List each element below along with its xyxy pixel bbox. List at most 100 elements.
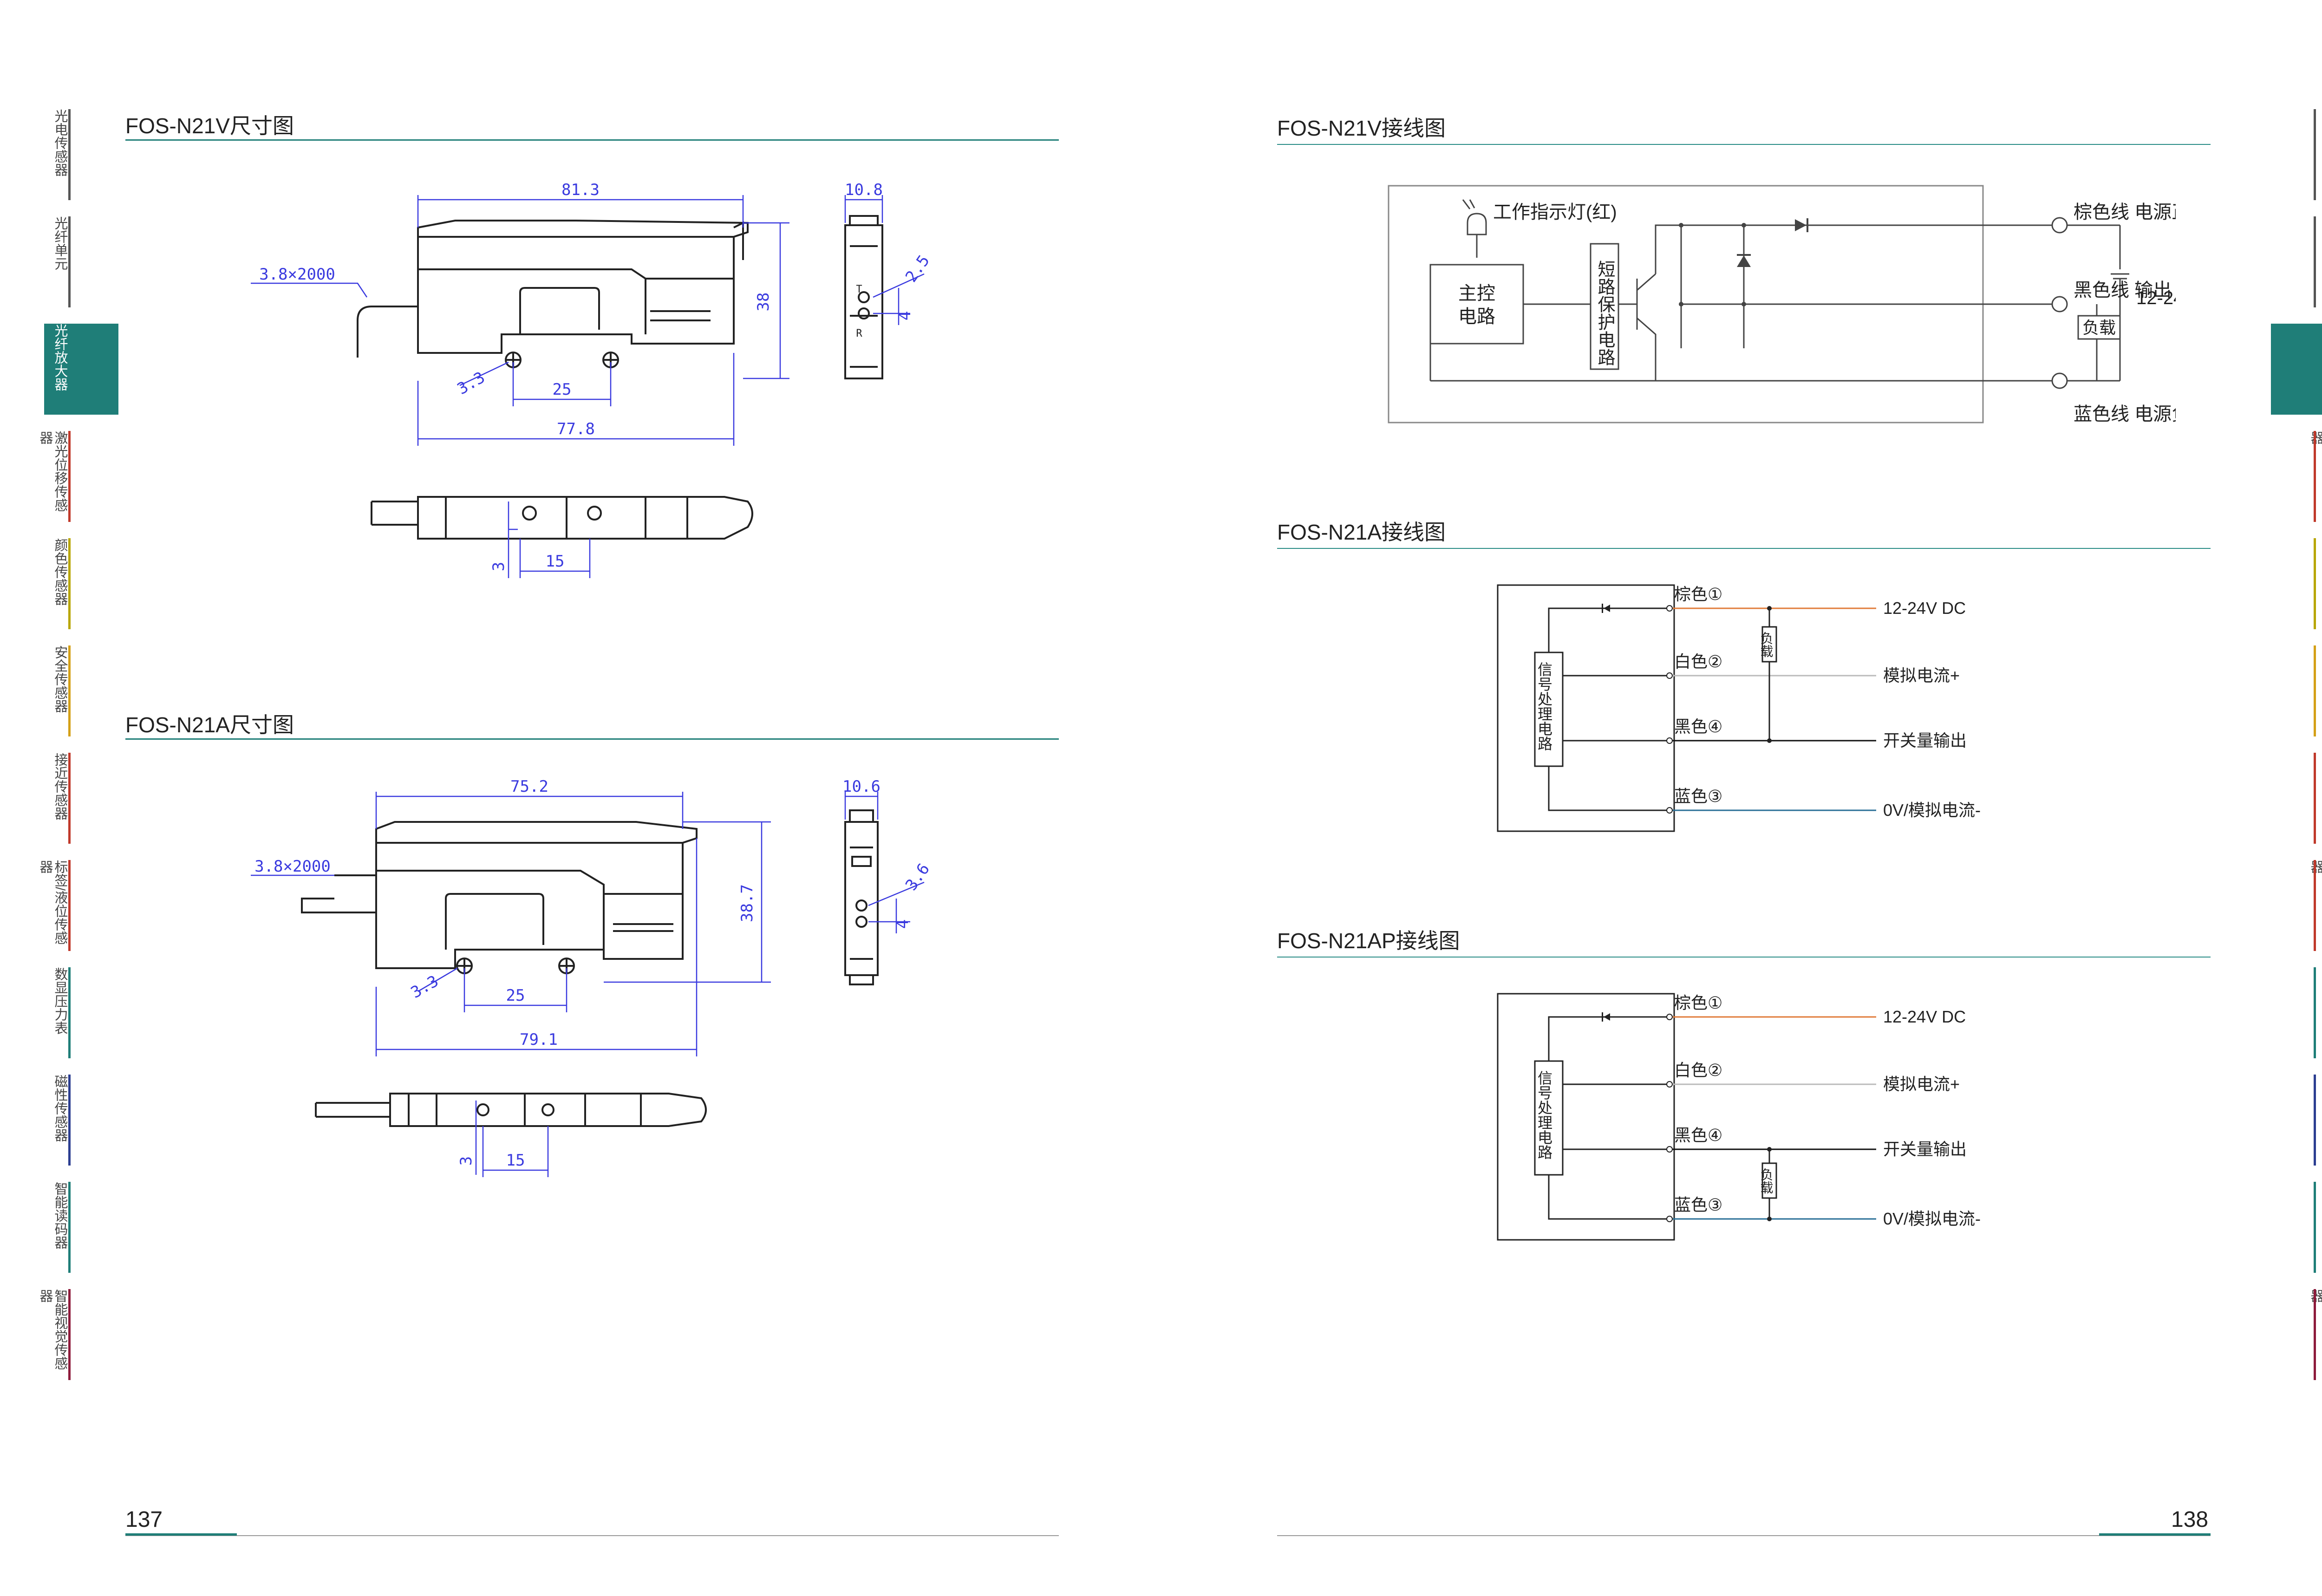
dim-bottom-a: 3 <box>457 1156 476 1166</box>
dim-length-bottom: 79.1 <box>520 1030 558 1049</box>
wire-label-black: 黑色④ <box>1674 1126 1722 1145</box>
short-circuit-label: 短路保护电路 <box>1595 260 1615 366</box>
tab-label-level[interactable]: 标签/液位传感器 <box>38 860 118 951</box>
dim-width: 10.8 <box>845 181 883 199</box>
output-0v: 0V/模拟电流- <box>1883 801 1981 820</box>
tab-fiber-unit[interactable]: 光纤单元 <box>2271 216 2322 307</box>
section-rule <box>125 139 1059 141</box>
black-wire-label: 黑色线 输出 <box>2074 280 2172 300</box>
tab-magnetic[interactable]: 磁性传感器 <box>44 1075 118 1166</box>
tab-vision[interactable]: 智能视觉传感器 <box>2271 1289 2322 1380</box>
section-title-n21v-dim: FOS-N21V尺寸图 <box>125 114 294 138</box>
dim-bottom-b: 15 <box>506 1151 525 1170</box>
n21a-wiring-diagram: 棕色① 白色② 黑色④ 蓝色③ 12-24V DC 模拟电流+ 开关量输出 0V… <box>1497 584 1981 832</box>
processor-label: 信号处理电路 <box>1536 662 1552 751</box>
mark-r: R <box>856 328 862 339</box>
tab-pressure[interactable]: 数显压力表 <box>44 967 118 1058</box>
tab-safety[interactable]: 安全传感器 <box>2271 645 2322 736</box>
output-supply: 12-24V DC <box>1883 599 1966 618</box>
processor-label: 信号处理电路 <box>1536 1070 1552 1160</box>
tab-magnetic[interactable]: 磁性传感器 <box>2271 1075 2322 1166</box>
wire-label-brown: 棕色① <box>1674 585 1722 604</box>
dim-length-top: 75.2 <box>510 777 548 796</box>
load-label: 负载 <box>2082 318 2116 337</box>
dim-side-a: 2.5 <box>902 252 933 286</box>
tab-color[interactable]: 颜色传感器 <box>44 538 118 629</box>
dim-height: 38.7 <box>738 884 757 922</box>
dim-side-b: 4 <box>896 311 914 320</box>
section-rule <box>1277 548 2211 549</box>
side-tabs-right: 光电传感器 光纤单元 光纤放大器 激光位移传感器 颜色传感器 安全传感器 接近传… <box>2271 109 2322 1396</box>
tab-laser[interactable]: 激光位移传感器 <box>2271 431 2322 522</box>
section-title-n21a-wiring: FOS-N21A接线图 <box>1277 520 1446 544</box>
output-switch: 开关量输出 <box>1883 731 1967 750</box>
section-rule <box>1277 144 2211 145</box>
footer-rule <box>1277 1535 2211 1536</box>
n21v-dimension-drawing: 81.3 3.8×2000 38 3.3 25 77.8 10.8 2.5 4 … <box>251 181 933 578</box>
dim-side-b: 4 <box>894 919 912 929</box>
section-title-n21ap-wiring: FOS-N21AP接线图 <box>1277 929 1460 953</box>
tab-pressure[interactable]: 数显压力表 <box>2271 967 2322 1058</box>
dim-width: 10.6 <box>842 777 881 796</box>
wire-label-white: 白色② <box>1674 652 1722 671</box>
side-tabs-left: 光电传感器 光纤单元 光纤放大器 激光位移传感器 颜色传感器 安全传感器 接近传… <box>38 109 118 1396</box>
supply-label: 12-24V DC <box>2136 288 2176 308</box>
tab-photoelectric[interactable]: 光电传感器 <box>2271 109 2322 200</box>
dim-cable: 3.8×2000 <box>259 265 335 284</box>
output-supply: 12-24V DC <box>1883 1007 1966 1026</box>
output-analog-plus: 模拟电流+ <box>1883 1075 1960 1094</box>
wire-label-brown: 棕色① <box>1674 993 1722 1012</box>
page-number: 138 <box>2171 1507 2209 1532</box>
tab-fiber-amplifier[interactable]: 光纤放大器 <box>2271 324 2322 415</box>
dim-length-top: 81.3 <box>561 181 600 199</box>
main-circuit-line1: 主控 <box>1458 283 1495 304</box>
dim-length-bottom: 77.8 <box>557 420 595 438</box>
section-title-n21a-dim: FOS-N21A尺寸图 <box>125 713 294 737</box>
tab-fiber-amplifier[interactable]: 光纤放大器 <box>44 324 118 415</box>
tab-photoelectric[interactable]: 光电传感器 <box>44 109 118 200</box>
dim-cable: 3.8×2000 <box>254 857 331 876</box>
tab-vision[interactable]: 智能视觉传感器 <box>38 1289 118 1380</box>
tab-fiber-unit[interactable]: 光纤单元 <box>44 216 118 307</box>
dim-side-a: 3.6 <box>902 860 933 894</box>
tab-safety[interactable]: 安全传感器 <box>44 645 118 736</box>
wire-label-blue: 蓝色③ <box>1674 787 1722 806</box>
section-rule <box>1277 957 2211 958</box>
load-label: 负载 <box>1759 632 1774 658</box>
tab-proximity[interactable]: 接近传感器 <box>44 753 118 844</box>
indicator-label: 工作指示灯(红) <box>1493 202 1617 222</box>
output-switch: 开关量输出 <box>1883 1140 1967 1159</box>
tab-proximity[interactable]: 接近传感器 <box>2271 753 2322 844</box>
dim-pitch: 25 <box>506 986 525 1005</box>
tab-code-reader[interactable]: 智能读码器 <box>2271 1182 2322 1273</box>
section-title-n21v-wiring: FOS-N21V接线图 <box>1277 116 1446 140</box>
tab-code-reader[interactable]: 智能读码器 <box>44 1182 118 1273</box>
n21a-dimension-drawing: 75.2 3.8×2000 38.7 3.3 25 79.1 10.6 3.6 … <box>251 777 933 1177</box>
wire-label-black: 黑色④ <box>1674 717 1722 736</box>
tab-label-level[interactable]: 标签/液位传感器 <box>2271 860 2322 951</box>
output-analog-plus: 模拟电流+ <box>1883 666 1960 685</box>
footer-accent <box>2099 1533 2211 1536</box>
left-page: 光电传感器 光纤单元 光纤放大器 激光位移传感器 颜色传感器 安全传感器 接近传… <box>38 109 1059 1536</box>
dim-hole: 3.3 <box>454 368 488 398</box>
n21ap-wiring-diagram: 棕色① 白色② 黑色④ 蓝色③ 12-24V DC 模拟电流+ 开关量输出 0V… <box>1497 993 1981 1241</box>
n21v-wiring-diagram: 工作指示灯(红) 主控 电路 棕色线 电源正极 黑色线 输出 蓝色线 电源负极O… <box>1388 185 2176 424</box>
footer-accent <box>125 1533 237 1536</box>
section-rule <box>125 738 1059 740</box>
brown-wire-label: 棕色线 电源正极 <box>2074 202 2176 222</box>
wire-label-white: 白色② <box>1674 1061 1722 1080</box>
dim-pitch: 25 <box>553 380 572 399</box>
tab-color[interactable]: 颜色传感器 <box>2271 538 2322 629</box>
output-0v: 0V/模拟电流- <box>1883 1209 1981 1228</box>
main-circuit-line2: 电路 <box>1458 306 1495 327</box>
blue-wire-label: 蓝色线 电源负极OV <box>2074 404 2176 424</box>
wire-label-blue: 蓝色③ <box>1674 1195 1722 1214</box>
dim-bottom-a: 3 <box>489 562 508 571</box>
tab-laser[interactable]: 激光位移传感器 <box>38 431 118 522</box>
dim-hole: 3.3 <box>408 972 442 1002</box>
dim-bottom-b: 15 <box>546 552 565 571</box>
mark-t: T <box>856 284 862 295</box>
page-number: 137 <box>125 1507 163 1532</box>
right-page: 光电传感器 光纤单元 光纤放大器 激光位移传感器 颜色传感器 安全传感器 接近传… <box>1168 0 2322 1596</box>
dim-height: 38 <box>754 293 773 312</box>
